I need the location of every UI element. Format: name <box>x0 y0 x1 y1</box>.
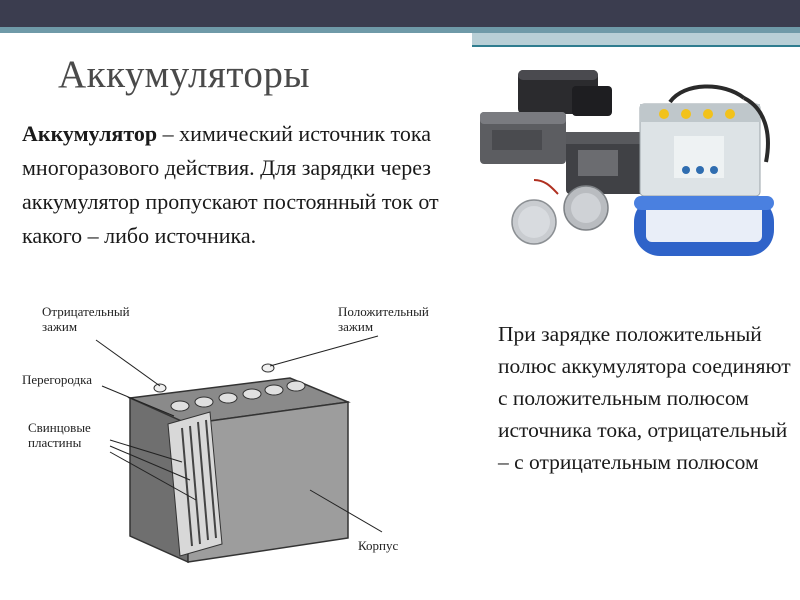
header-band-teal <box>0 27 800 33</box>
leader-lines <box>95 335 383 533</box>
definition-text: – химический источник тока многоразового… <box>22 121 439 248</box>
blue-battery-pack <box>634 196 774 256</box>
charging-note: При зарядке положительный полюс аккумуля… <box>498 322 791 474</box>
definition-paragraph: Аккумулятор – химический источник тока м… <box>22 117 482 253</box>
lead-plates-label: Свинцовые пластины <box>28 420 91 450</box>
camera-battery-black <box>518 70 612 116</box>
header-band-dark <box>0 0 800 27</box>
header-band-light <box>472 33 800 45</box>
negative-terminal-label: Отрицательный зажим <box>42 304 130 334</box>
positive-terminal-label: Положительный зажим <box>338 304 429 334</box>
battery-pack-dark <box>566 132 644 194</box>
slide-title: Аккумуляторы <box>58 53 311 96</box>
partition-label: Перегородка <box>22 372 93 387</box>
coin-cell-batteries <box>511 179 609 245</box>
header-band-accent-line <box>472 45 800 47</box>
batteries-photo <box>480 70 774 256</box>
cell-caps <box>153 363 306 412</box>
car-battery-small <box>639 84 770 197</box>
case-label: Корпус <box>358 538 399 553</box>
battery-body <box>127 377 351 564</box>
camera-battery-gray <box>480 112 566 164</box>
definition-term: Аккумулятор <box>22 121 158 146</box>
lead-acid-battery-diagram <box>95 335 383 564</box>
cutaway-plates <box>167 411 223 557</box>
